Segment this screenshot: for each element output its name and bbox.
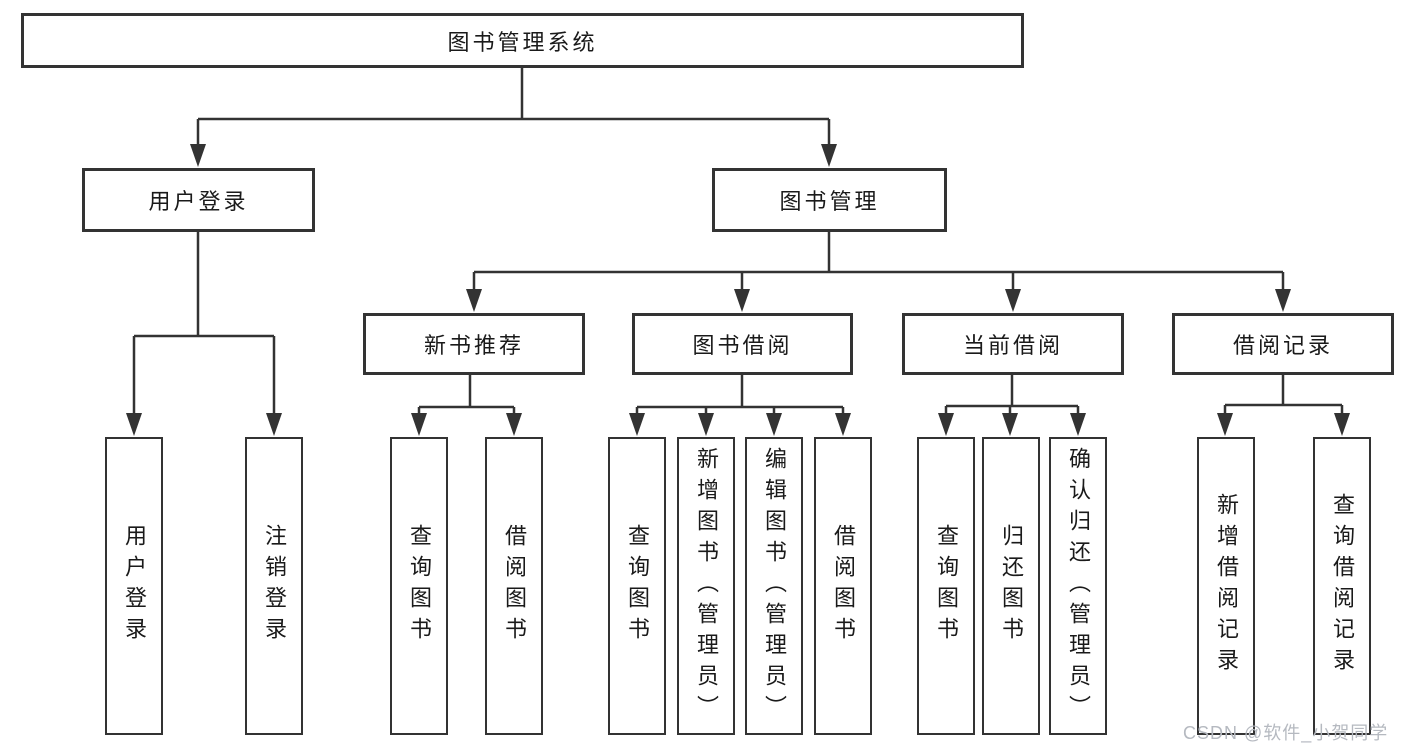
node-borrowing-records: 借阅记录 (1172, 313, 1394, 375)
leaf-add-books-admin: 新增图书（管理员） (677, 437, 735, 735)
node-current-borrowing: 当前借阅 (902, 313, 1124, 375)
node-user-login: 用户登录 (82, 168, 315, 232)
node-label: 查询借阅记录 (1330, 493, 1355, 679)
node-label: 图书管理系统 (447, 29, 598, 55)
node-label: 归还图书 (999, 524, 1024, 648)
leaf-user-login: 用户登录 (105, 437, 163, 735)
node-label: 图书借阅 (692, 333, 793, 358)
leaf-edit-books-admin: 编辑图书（管理员） (745, 437, 803, 735)
node-label: 用户登录 (122, 524, 147, 648)
node-label: 借阅记录 (1232, 333, 1333, 358)
node-label: 新增图书（管理员） (694, 446, 719, 726)
leaf-return-books: 归还图书 (982, 437, 1040, 735)
node-label: 新书推荐 (423, 333, 524, 358)
node-label: 用户登录 (148, 189, 249, 214)
node-label: 编辑图书（管理员） (762, 446, 787, 726)
leaf-query-borrow-record: 查询借阅记录 (1313, 437, 1371, 735)
node-label: 当前借阅 (962, 333, 1063, 358)
node-label: 查询图书 (934, 524, 959, 648)
node-library-management-system: 图书管理系统 (21, 13, 1024, 68)
node-new-book-recommendation: 新书推荐 (363, 313, 585, 375)
node-label: 借阅图书 (502, 524, 527, 648)
leaf-query-books-current: 查询图书 (917, 437, 975, 735)
node-label: 注销登录 (262, 524, 287, 648)
node-book-management: 图书管理 (712, 168, 947, 232)
leaf-query-books-recommend: 查询图书 (390, 437, 448, 735)
node-label: 查询图书 (407, 524, 432, 648)
leaf-query-books-borrowing: 查询图书 (608, 437, 666, 735)
node-book-borrowing: 图书借阅 (632, 313, 853, 375)
node-label: 新增借阅记录 (1214, 493, 1239, 679)
node-label: 图书管理 (779, 189, 880, 214)
node-label: 查询图书 (625, 524, 650, 648)
node-label: 确认归还（管理员） (1066, 446, 1091, 726)
leaf-borrow-books-borrowing: 借阅图书 (814, 437, 872, 735)
leaf-borrow-books-recommend: 借阅图书 (485, 437, 543, 735)
leaf-confirm-return-admin: 确认归还（管理员） (1049, 437, 1107, 735)
leaf-logout: 注销登录 (245, 437, 303, 735)
node-label: 借阅图书 (831, 524, 856, 648)
leaf-add-borrow-record: 新增借阅记录 (1197, 437, 1255, 735)
